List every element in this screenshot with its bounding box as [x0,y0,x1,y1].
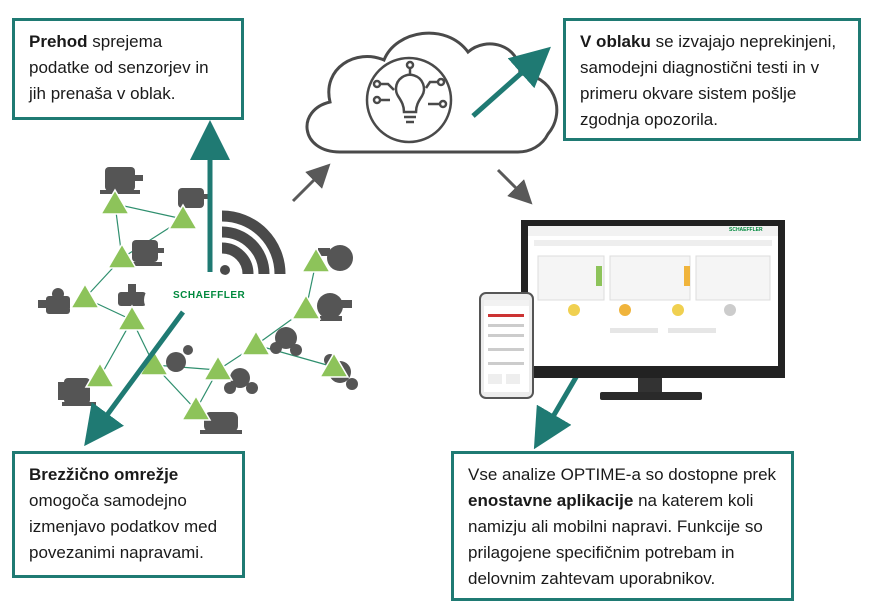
arrow-wireless-down [84,310,186,447]
gateway-logo: SCHAEFFLER [173,290,246,301]
gateway-caption-box: Prehod sprejema podatke od senzorjev in … [12,18,244,120]
app-caption-prefix: Vse analize OPTIME-a so dostopne prek [468,465,777,484]
monitor-logo: SCHAEFFLER [729,227,763,233]
arrow-cloud-tests [471,46,551,118]
cloud-caption-bold: V oblaku [580,32,651,51]
gateway-caption-bold: Prehod [29,32,88,51]
cloud-icon [305,31,559,154]
gateway-caption-text: sprejema podatke od senzorjev in jih pre… [29,32,209,103]
lightbulb-circuit-icon [365,56,453,144]
wireless-caption-box: Brezžično omrežje omogoča samodejno izme… [12,451,245,578]
wifi-signal-icon [221,210,286,275]
smartphone-icon [479,292,534,399]
arrow-from-cloud [496,168,533,205]
sensor-nodes [69,188,350,421]
gateway-glow [144,272,256,328]
wireless-caption-text: omogoča samodejno izmenjavo podatkov med… [29,491,218,562]
wireless-caption-bold: Brezžično omrežje [29,465,179,484]
cloud-caption-box: V oblaku se izvajajo neprekinjeni, samod… [563,18,861,141]
arrow-to-cloud [291,163,331,203]
app-caption-box: Vse analize OPTIME-a so dostopne prek en… [451,451,794,601]
cloud-caption-text: se izvajajo neprekinjeni, samodejni diag… [580,32,837,129]
app-caption-text: na katerem koli namizju ali mobilni napr… [468,491,763,588]
machine-icons [38,167,358,434]
monitor-icon [521,220,785,400]
app-caption-bold: enostavne aplikacije [468,491,634,510]
